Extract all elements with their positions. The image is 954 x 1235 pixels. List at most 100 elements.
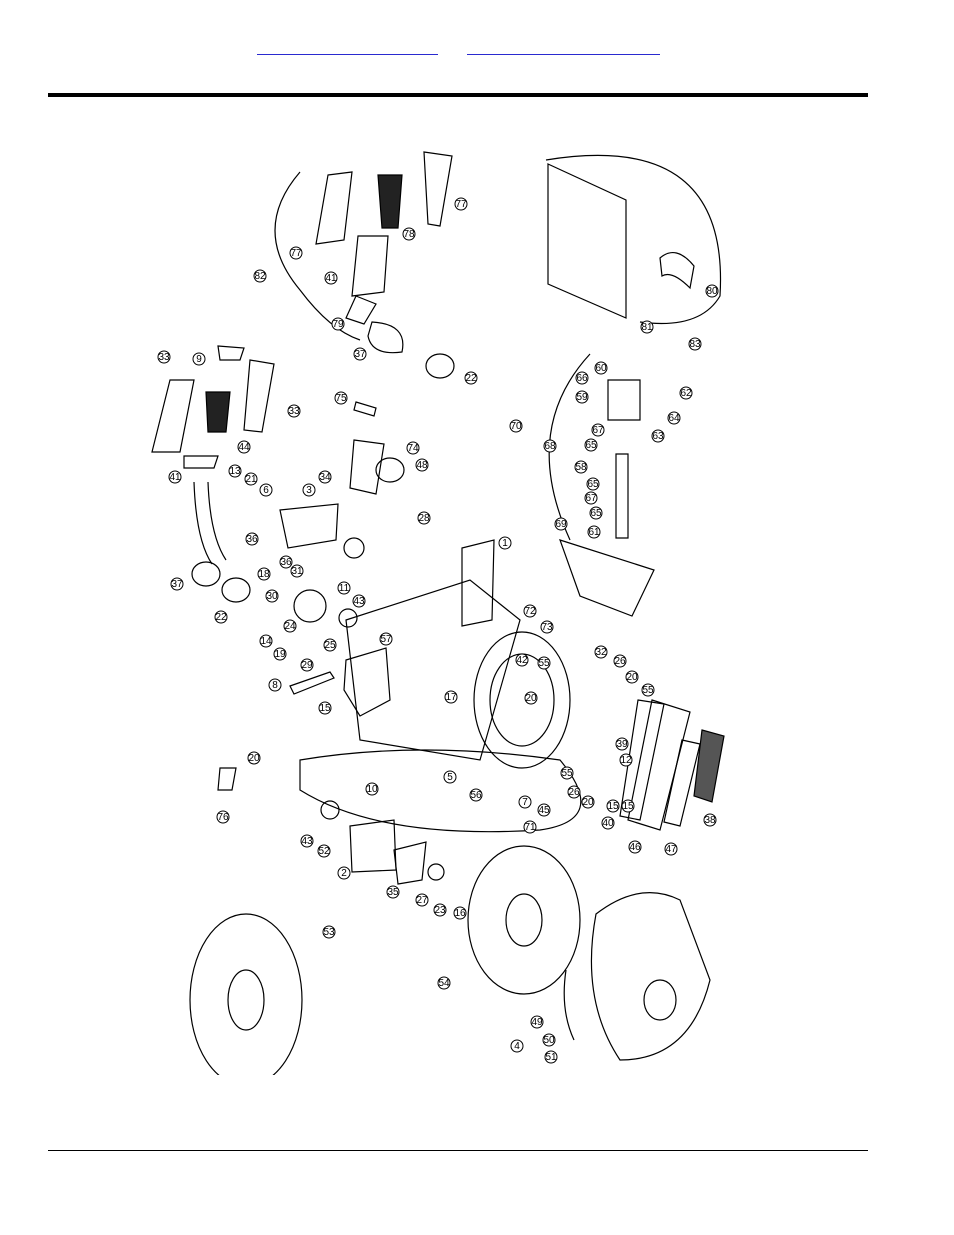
callout-label: 11 bbox=[339, 583, 350, 594]
callout-label: 63 bbox=[652, 431, 664, 442]
callout-label: 16 bbox=[454, 908, 466, 919]
callout-33a: 33 bbox=[157, 350, 171, 364]
callout-42: 42 bbox=[515, 653, 529, 667]
callout-label: 51 bbox=[545, 1052, 557, 1063]
callout-label: 7 bbox=[522, 797, 528, 808]
callout-label: 80 bbox=[706, 286, 718, 297]
callout-label: 15 bbox=[607, 801, 619, 812]
callout-label: 54 bbox=[438, 978, 450, 989]
callout-label: 60 bbox=[595, 363, 607, 374]
callout-label: 35 bbox=[387, 887, 399, 898]
callout-74: 74 bbox=[406, 441, 420, 455]
header-link-right[interactable] bbox=[467, 40, 660, 55]
callout-30: 30 bbox=[265, 589, 279, 603]
cover-4-hub bbox=[643, 979, 677, 1021]
clip-9 bbox=[217, 345, 245, 361]
callout-13: 13 bbox=[228, 464, 242, 478]
bracket-60 bbox=[607, 379, 641, 421]
part-callouts: 1 2 3 4 5 6 7 8 9 10 11 12 13 14 15 15 1… bbox=[157, 197, 719, 1064]
callout-label: 25 bbox=[324, 640, 336, 651]
callout-27: 27 bbox=[415, 893, 429, 907]
callout-label: 14 bbox=[260, 636, 272, 647]
callout-71: 71 bbox=[523, 820, 537, 834]
callout-37b: 37 bbox=[170, 577, 184, 591]
callout-44: 44 bbox=[237, 440, 251, 454]
wheel-53-hub bbox=[227, 969, 265, 1031]
callout-label: 37 bbox=[354, 349, 366, 360]
callout-19: 19 bbox=[273, 647, 287, 661]
callout-50: 50 bbox=[542, 1033, 556, 1047]
callout-31: 31 bbox=[290, 564, 304, 578]
callout-69: 69 bbox=[554, 517, 568, 531]
ring-37-lower bbox=[191, 561, 221, 587]
callout-label: 24 bbox=[284, 621, 296, 632]
callout-54: 54 bbox=[437, 976, 451, 990]
brush-38 bbox=[693, 729, 725, 803]
plate-40 bbox=[619, 699, 665, 821]
clip-76 bbox=[217, 767, 237, 791]
callout-77b: 77 bbox=[454, 197, 468, 211]
callout-label: 50 bbox=[543, 1035, 555, 1046]
callout-label: 22 bbox=[465, 373, 477, 384]
callout-label: 65 bbox=[590, 508, 602, 519]
header-rule bbox=[48, 93, 868, 97]
callout-32: 32 bbox=[594, 645, 608, 659]
wheel-54 bbox=[467, 845, 581, 995]
callout-55c: 55 bbox=[560, 766, 574, 780]
wheel-54-hub bbox=[505, 893, 543, 947]
callout-label: 41 bbox=[169, 472, 181, 483]
callout-36b: 36 bbox=[279, 555, 293, 569]
callout-label: 34 bbox=[319, 472, 331, 483]
callout-56: 56 bbox=[469, 788, 483, 802]
callout-label: 67 bbox=[592, 425, 604, 436]
elbow-34 bbox=[349, 439, 385, 495]
callout-label: 10 bbox=[366, 784, 378, 795]
callout-16: 16 bbox=[453, 906, 467, 920]
callout-47: 47 bbox=[664, 842, 678, 856]
callout-label: 28 bbox=[418, 513, 430, 524]
callout-label: 59 bbox=[576, 392, 588, 403]
callout-57: 57 bbox=[379, 632, 393, 646]
callout-15b: 15 bbox=[606, 799, 620, 813]
plate-46 bbox=[627, 699, 691, 831]
callout-label: 46 bbox=[629, 842, 641, 853]
header-link-left[interactable] bbox=[257, 40, 438, 55]
belt-71 bbox=[299, 749, 582, 833]
callout-67b: 67 bbox=[584, 491, 598, 505]
callout-label: 66 bbox=[576, 373, 588, 384]
brush-44 bbox=[205, 391, 231, 433]
callout-label: 20 bbox=[626, 672, 638, 683]
tube-33-left bbox=[151, 379, 195, 453]
callout-43a: 43 bbox=[352, 594, 366, 608]
tube-right-77 bbox=[423, 151, 453, 227]
lever-8 bbox=[289, 671, 335, 695]
callout-label: 33 bbox=[158, 352, 170, 363]
callout-12: 12 bbox=[619, 753, 633, 767]
callout-label: 32 bbox=[595, 647, 607, 658]
callout-label: 20 bbox=[582, 797, 594, 808]
callout-51: 51 bbox=[544, 1050, 558, 1064]
callout-45: 45 bbox=[537, 803, 551, 817]
callout-36a: 36 bbox=[245, 532, 259, 546]
callout-79: 79 bbox=[331, 317, 345, 331]
callout-8: 8 bbox=[268, 678, 282, 692]
callout-81: 81 bbox=[640, 320, 654, 334]
callout-label: 82 bbox=[254, 271, 266, 282]
callout-6: 6 bbox=[259, 483, 273, 497]
callout-4: 4 bbox=[510, 1039, 524, 1053]
callout-66: 66 bbox=[575, 371, 589, 385]
callout-label: 36 bbox=[246, 534, 258, 545]
callout-label: 20 bbox=[525, 693, 537, 704]
housing-3 bbox=[279, 503, 339, 549]
callout-40: 40 bbox=[601, 816, 615, 830]
callout-15c: 15 bbox=[621, 799, 635, 813]
callout-label: 40 bbox=[602, 818, 614, 829]
callout-label: 53 bbox=[323, 927, 335, 938]
callout-23: 23 bbox=[433, 903, 447, 917]
cover-4 bbox=[590, 892, 711, 1061]
callout-41b: 41 bbox=[168, 470, 182, 484]
callout-34: 34 bbox=[318, 470, 332, 484]
callout-43b: 43 bbox=[300, 834, 314, 848]
callout-label: 31 bbox=[291, 566, 303, 577]
callout-label: 55 bbox=[561, 768, 573, 779]
